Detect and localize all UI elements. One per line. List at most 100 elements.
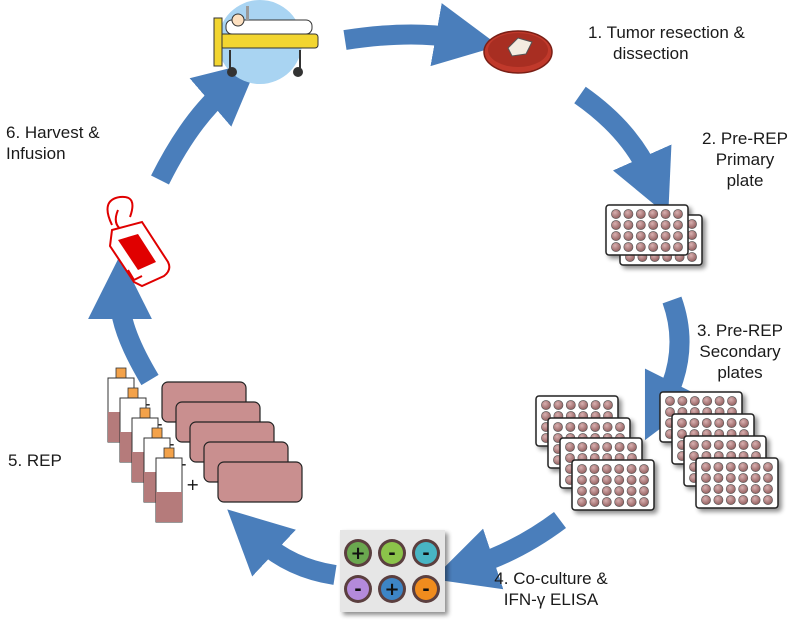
elisa-well: [415, 578, 437, 600]
plate-well: [541, 400, 551, 410]
plate-well: [601, 486, 612, 496]
plate-well: [763, 462, 773, 472]
arrow-5-to-6: [88, 255, 159, 386]
plate-well: [590, 422, 601, 432]
plate-well: [713, 495, 724, 505]
plate-well: [763, 495, 773, 505]
step1-label: 1. Tumor resection & dissection: [588, 22, 745, 64]
plate-well: [601, 475, 612, 485]
cycle-arrows: [88, 3, 703, 590]
plate-well: [738, 495, 749, 505]
elisa-well: [415, 542, 437, 564]
step6-line2: Infusion: [6, 144, 66, 163]
plate-well: [577, 422, 588, 432]
plate-well: [589, 442, 600, 452]
plate-well: [725, 473, 736, 483]
plate-well: [578, 400, 589, 410]
step4-line2: IFN-γ ELISA: [503, 590, 599, 609]
elisa-plate-icon: +---+-: [340, 530, 445, 612]
plate-well: [614, 464, 625, 474]
plate-well: [677, 418, 687, 428]
plate-well: [615, 422, 625, 432]
step3-line3: plates: [717, 363, 763, 382]
step2-line3: plate: [726, 171, 764, 190]
step2-label: 2. Pre-REP Primary plate: [700, 128, 790, 191]
plate-well: [726, 418, 737, 428]
plate-well: [553, 400, 564, 410]
plate-well: [614, 497, 625, 507]
plate-well: [635, 242, 646, 252]
flask-cap: [151, 427, 163, 439]
elisa-sign: -: [422, 543, 429, 564]
arrow-2-to-3: [644, 296, 703, 441]
step1-line1: 1. Tumor resection &: [588, 23, 745, 42]
plate-well: [648, 209, 659, 219]
plate-well: [673, 242, 683, 252]
flask-connector: +: [186, 475, 199, 494]
plate-well: [750, 473, 761, 483]
plate-well: [713, 473, 724, 483]
plate-well: [614, 475, 625, 485]
arrow-patient-to-1: [343, 3, 500, 67]
flask-cap: [127, 387, 139, 399]
elisa-sign: +: [350, 543, 365, 564]
plate-well: [577, 486, 587, 496]
plate-well: [577, 442, 588, 452]
plate-well: [648, 242, 659, 252]
plate-well: [689, 418, 700, 428]
plate-well: [763, 484, 773, 494]
plate-well: [635, 209, 646, 219]
elisa-sign: +: [384, 579, 399, 600]
plate-well: [660, 242, 671, 252]
plate-well: [577, 464, 587, 474]
step4-label: 4. Co-culture & IFN-γ ELISA: [476, 568, 626, 610]
flask-cap: [139, 407, 151, 419]
plate-well: [601, 497, 612, 507]
plate-well: [602, 442, 613, 452]
elisa-sign: -: [354, 579, 361, 600]
plate-well: [727, 396, 737, 406]
plate-well: [626, 475, 637, 485]
plate-well: [714, 418, 725, 428]
arrow-3-to-4: [432, 511, 566, 590]
plate-well: [553, 422, 563, 432]
plate-well: [665, 396, 675, 406]
plate-well: [635, 220, 646, 230]
plate-well: [673, 231, 683, 241]
plate-well: [701, 418, 712, 428]
plate-well: [614, 442, 625, 452]
plate-well: [639, 497, 649, 507]
plate-well: [626, 464, 637, 474]
plate-well: [639, 464, 649, 474]
plate-well: [687, 252, 697, 262]
flask-medium: [156, 492, 182, 522]
plate-well: [701, 495, 711, 505]
flask-cap: [115, 367, 127, 379]
plate-well: [701, 484, 711, 494]
plate-well: [611, 231, 621, 241]
primary-plate-icon: [605, 204, 703, 266]
plate-well: [603, 400, 613, 410]
step1-line2: dissection: [613, 44, 689, 63]
plate-well: [701, 473, 711, 483]
plate-well: [713, 462, 724, 472]
plate-well: [577, 497, 587, 507]
rep-flasks-icon: +++++: [107, 367, 303, 523]
infusion-bag-icon: [106, 195, 171, 288]
plate-well: [673, 209, 683, 219]
step5-line1: 5. REP: [8, 451, 62, 470]
plate-well: [726, 440, 737, 450]
culture-bag: [217, 461, 303, 503]
plate-well: [627, 442, 637, 452]
plate-well: [601, 464, 612, 474]
plate-well: [750, 495, 761, 505]
plate-well: [565, 422, 576, 432]
plate-well: [648, 231, 659, 241]
plate-well: [750, 484, 761, 494]
plate-well: [590, 400, 601, 410]
plate-well: [565, 400, 576, 410]
patient-bed-icon: [213, 0, 319, 84]
plate-well: [648, 220, 659, 230]
plate-well: [626, 486, 637, 496]
